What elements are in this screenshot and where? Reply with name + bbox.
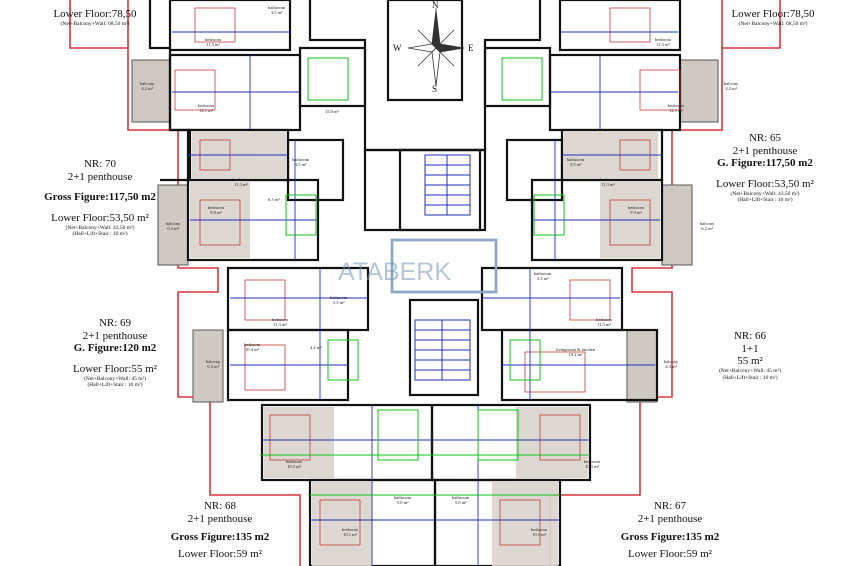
unit-nr66-label: NR: 66 1+1 55 m² (Net+Balcony+Wall: 45 m… bbox=[718, 330, 782, 381]
compass-north: N bbox=[432, 0, 439, 10]
boundary-outline-right bbox=[549, 0, 781, 566]
boundary-outline-left bbox=[69, 0, 301, 566]
room-label: 4.4 m² bbox=[310, 345, 322, 350]
compass-east: E bbox=[468, 43, 474, 53]
unit-top-right-label: Lower Floor:78,50 (Net+Balcony+Wall: 68,… bbox=[731, 8, 815, 27]
unit-nr65-label: NR: 65 2+1 penthouse G. Figure:117,50 m2… bbox=[716, 132, 814, 204]
compass-south: S bbox=[432, 84, 438, 94]
compass-rose bbox=[407, 8, 465, 87]
elevator-frame bbox=[390, 238, 498, 294]
central-stairs bbox=[414, 154, 471, 381]
room-label: 15.0 m² bbox=[325, 109, 339, 114]
stair-steps bbox=[260, 57, 590, 496]
unit-top-left-label: Lower Floor:78,50 (Net+Balcony+Wall: 68,… bbox=[53, 8, 137, 27]
compass-west: W bbox=[393, 43, 402, 53]
balcony-pads bbox=[131, 59, 719, 403]
unit-nr69-label: NR: 69 2+1 penthouse G. Figure:120 m2 Lo… bbox=[73, 317, 157, 389]
room-label: 6.3 m² bbox=[268, 197, 280, 202]
unit-nr70-label: NR: 70 2+1 penthouse Gross Figure:117,50… bbox=[44, 158, 156, 238]
ataberk-watermark: ATABERK bbox=[338, 258, 451, 286]
dimension-lines bbox=[172, 31, 678, 566]
unit-nr67-label: NR: 67 2+1 penthouse Gross Figure:135 m2… bbox=[620, 500, 720, 560]
unit-nr68-label: NR: 68 2+1 penthouse Gross Figure:135 m2… bbox=[170, 500, 270, 560]
